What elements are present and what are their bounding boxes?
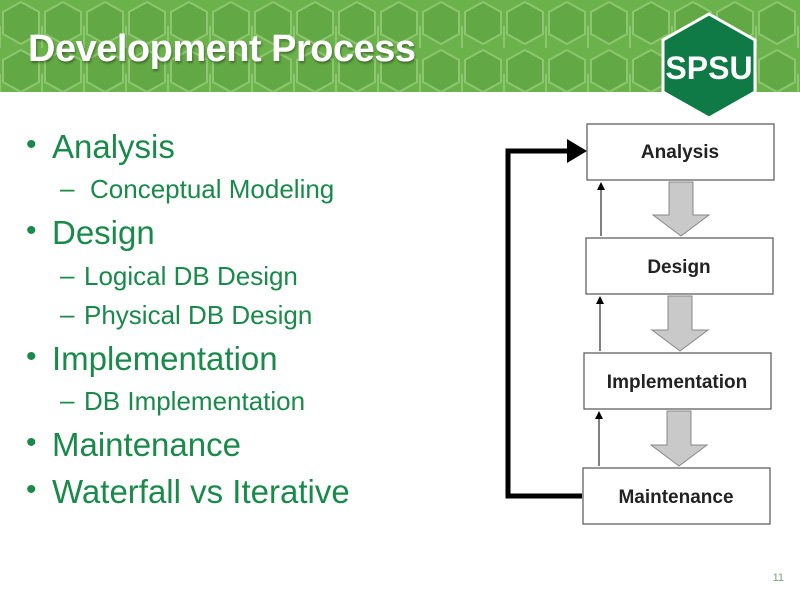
sub-bullet-db-implementation: DB Implementation	[84, 386, 306, 416]
dash-icon: –	[60, 260, 75, 290]
stage-design: Design	[585, 237, 774, 295]
logo-text: SPSU	[665, 50, 752, 86]
stage-label: Design	[647, 257, 710, 278]
down-arrow-icon	[651, 181, 711, 237]
page-title: Development Process	[28, 28, 416, 70]
bullet-dot-icon: •	[26, 426, 37, 459]
feedback-loop-arrow	[505, 148, 582, 499]
bullet-waterfall-vs-iterative: Waterfall vs Iterative	[52, 473, 350, 510]
slide-number: 11	[772, 572, 784, 584]
bullet-dot-icon: •	[26, 128, 37, 161]
stage-analysis: Analysis	[586, 123, 775, 181]
sub-bullet-physical-db-design: Physical DB Design	[84, 300, 313, 330]
bullet-dot-icon: •	[26, 214, 37, 247]
down-arrow-icon	[650, 295, 710, 352]
stage-implementation: Implementation	[583, 352, 772, 410]
stage-label: Maintenance	[618, 487, 733, 508]
bullet-maintenance: Maintenance	[52, 426, 241, 463]
waterfall-diagram: Analysis Design Implementation Maintenan…	[505, 123, 775, 525]
bullet-analysis: Analysis	[52, 128, 175, 165]
stage-label: Analysis	[641, 142, 719, 163]
dash-icon: –	[60, 385, 75, 415]
dash-icon: –	[60, 173, 75, 203]
stage-maintenance: Maintenance	[582, 467, 771, 525]
feedback-arrowhead-icon	[567, 139, 587, 163]
sub-bullet-logical-db-design: Logical DB Design	[84, 261, 298, 291]
spsu-logo: SPSU	[661, 12, 757, 120]
bullet-dot-icon: •	[26, 340, 37, 373]
stage-label: Implementation	[607, 372, 747, 393]
bullet-implementation: Implementation	[52, 340, 278, 377]
bullet-dot-icon: •	[26, 473, 37, 506]
bullet-list: • Analysis – Conceptual Modeling • Desig…	[26, 128, 350, 510]
sub-bullet-conceptual-modeling: Conceptual Modeling	[90, 174, 335, 204]
down-arrow-icon	[649, 410, 709, 467]
bullet-design: Design	[52, 214, 155, 251]
dash-icon: –	[60, 299, 75, 329]
